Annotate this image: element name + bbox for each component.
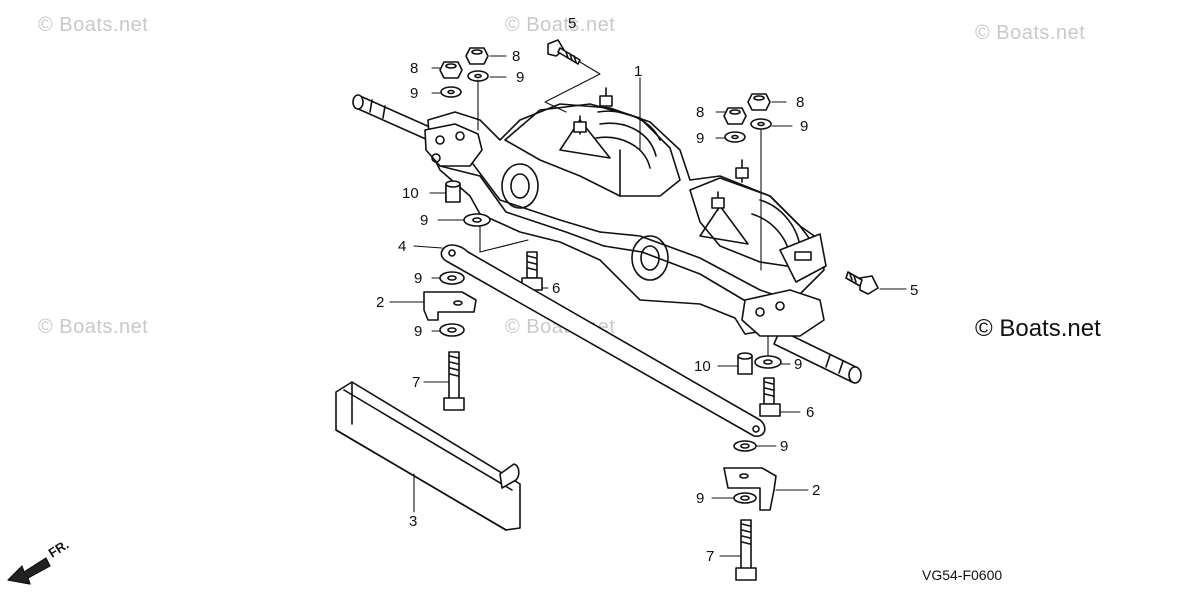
bracket-part-2: [423, 291, 777, 511]
bolt-part-7: [443, 351, 757, 581]
callout-2: 2: [812, 482, 820, 499]
transmission-frame: [352, 87, 862, 384]
front-direction-arrow-icon: [7, 557, 51, 585]
callout-9: 9: [410, 85, 418, 102]
callout-7: 7: [412, 374, 420, 391]
tie-rod-part-4: [440, 244, 766, 437]
callout-2: 2: [376, 294, 384, 311]
callout-6: 6: [552, 280, 560, 297]
callout-7: 7: [706, 548, 714, 565]
callout-8: 8: [796, 94, 804, 111]
callout-9: 9: [516, 69, 524, 86]
plate-part-3: [335, 381, 521, 531]
callout-8: 8: [696, 104, 704, 121]
callout-9: 9: [696, 130, 704, 147]
callout-4: 4: [398, 238, 406, 255]
watermark: © Boats.net: [38, 14, 149, 36]
callout-10: 10: [402, 185, 419, 202]
callout-9: 9: [414, 270, 422, 287]
callout-1: 1: [634, 63, 642, 80]
nut-part-8: [439, 47, 771, 125]
watermark: © Boats.net: [505, 14, 616, 36]
diagram-code: VG54-F0600: [922, 567, 1003, 583]
callout-5: 5: [568, 15, 576, 32]
collar-part-10: [445, 180, 753, 375]
callout-10: 10: [694, 358, 711, 375]
callout-5: 5: [910, 282, 918, 299]
callout-9: 9: [420, 212, 428, 229]
washer-part-9: [439, 70, 782, 504]
watermark: © Boats.net: [975, 22, 1086, 44]
front-label: FR.: [46, 537, 72, 561]
callout-9: 9: [780, 438, 788, 455]
brand-watermark: © Boats.net: [975, 315, 1101, 342]
callout-9: 9: [696, 490, 704, 507]
watermark: © Boats.net: [38, 316, 149, 338]
callout-9: 9: [414, 323, 422, 340]
callout-9: 9: [794, 356, 802, 373]
callout-6: 6: [806, 404, 814, 421]
callout-8: 8: [512, 48, 520, 65]
callout-8: 8: [410, 60, 418, 77]
callout-9: 9: [800, 118, 808, 135]
callout-3: 3: [409, 513, 417, 530]
leader-lines: [389, 55, 907, 557]
bolt-part-5: [547, 39, 879, 295]
